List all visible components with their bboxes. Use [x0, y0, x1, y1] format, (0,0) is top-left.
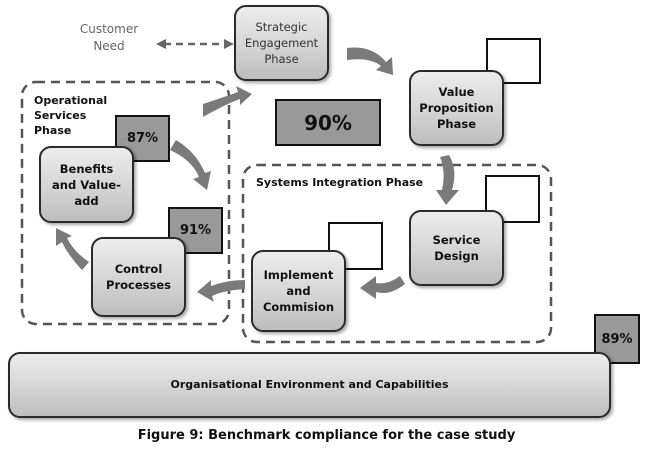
operational-phase-boundary [20, 80, 231, 326]
customer-need-label: Customer Need [79, 22, 139, 53]
arrow-strategic-to-value [347, 47, 393, 75]
operational-phase-title: Operational Services Phase [34, 94, 108, 137]
arrow-service-to-implement [360, 276, 405, 299]
service-design-node[interactable]: Service Design [409, 210, 504, 286]
customer-need-arrow [156, 39, 234, 49]
arrow-control-to-benefits [56, 228, 89, 270]
arrow-operational-to-strategic [203, 86, 252, 117]
arrow-benefits-to-control [170, 140, 211, 190]
value-proposition-node[interactable]: Value Proposition Phase [409, 70, 504, 146]
arrow-implement-to-control [197, 280, 245, 302]
control-processes-node[interactable]: Control Processes [91, 237, 186, 317]
organisational-environment-node[interactable]: Organisational Environment and Capabilit… [8, 352, 611, 418]
overall-score-box: 90% [275, 99, 381, 146]
systems-integration-phase-title: Systems Integration Phase [256, 176, 424, 189]
implement-commision-node[interactable]: Implement and Commision [251, 250, 346, 332]
figure-caption: Figure 9: Benchmark compliance for the c… [137, 428, 516, 443]
strategic-engagement-node[interactable]: Strategic Engagement Phase [234, 5, 329, 81]
benefits-value-add-node[interactable]: Benefits and Value- add [39, 146, 134, 223]
arrow-value-to-service [436, 155, 459, 205]
systems-integration-phase-boundary [241, 163, 553, 344]
